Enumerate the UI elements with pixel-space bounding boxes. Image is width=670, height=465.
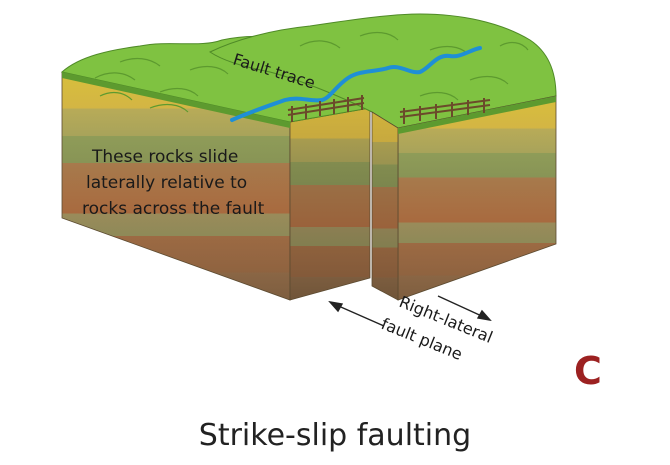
fence-left <box>287 95 365 122</box>
panel-letter: C <box>574 349 602 393</box>
right-grass-edge <box>398 96 556 134</box>
arrow-left-head <box>328 300 344 313</box>
left-grass-edge <box>62 72 290 128</box>
arrow-right-line <box>437 295 487 319</box>
fault-plane-label: Right-lateral fault plane <box>379 292 496 364</box>
rocks-line-3: rocks across the fault <box>82 199 265 219</box>
diagram-caption: Strike-slip faulting <box>198 418 472 453</box>
rocks-line-1: These rocks slide <box>91 147 238 167</box>
left-block-fault-face <box>289 107 371 301</box>
fence-right <box>399 98 491 124</box>
rocks-line-2: laterally relative to <box>86 173 247 193</box>
stream <box>230 46 482 122</box>
arrow-right-head <box>476 309 492 322</box>
arrow-left-line <box>333 303 385 327</box>
rocks-description: These rocks slide laterally relative to … <box>82 147 265 219</box>
motion-arrows <box>328 295 492 327</box>
left-grass-texture <box>94 57 229 113</box>
right-block-fault-face <box>371 111 399 301</box>
